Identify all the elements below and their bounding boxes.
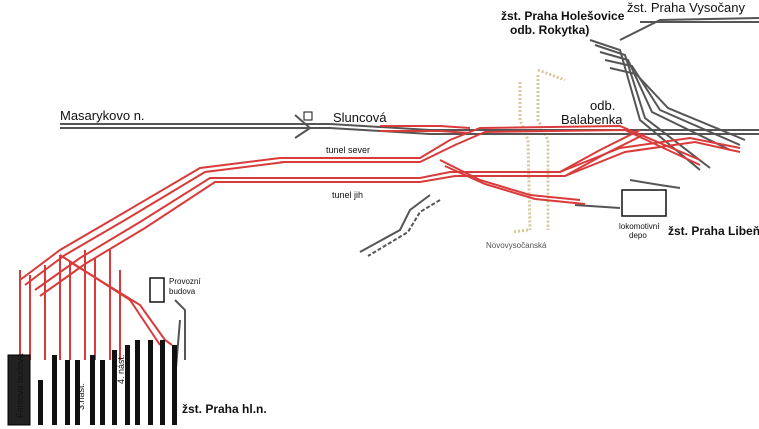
platform [90, 355, 95, 425]
signal-box [303, 111, 313, 121]
road-line [511, 228, 529, 234]
track-spur-south-2 [367, 199, 441, 257]
label-balabenka-1: odb. [590, 98, 615, 113]
fantova-outline [7, 354, 31, 426]
depo-building [621, 189, 667, 217]
label-depo-1: lokomotivní [619, 222, 660, 231]
provozni-building [149, 277, 165, 303]
fantova-building [8, 355, 30, 425]
track-fan-11 [69, 261, 173, 346]
track-balabenka-1 [559, 136, 741, 173]
track-holesovice-3 [599, 51, 731, 151]
platforms [8, 340, 177, 425]
track-depo [629, 179, 681, 189]
platform [135, 340, 140, 425]
track-spur-sluncova [294, 114, 312, 139]
track-holesovice-5 [609, 67, 746, 141]
platform [100, 360, 105, 425]
label-provozni-2: budova [169, 287, 196, 296]
track-link-1 [439, 159, 581, 201]
label-tunel-jih: tunel jih [332, 190, 363, 200]
platform [112, 350, 117, 425]
label-balabenka-2: Balabenka [561, 112, 623, 127]
label-vysocany: žst. Praha Vysočany [627, 0, 746, 15]
platform [65, 360, 70, 425]
label-fantova: Fantova budova [15, 353, 25, 418]
track-sluncova-1 [380, 125, 471, 129]
label-provozni-1: Provozní [169, 277, 201, 286]
track-holesovice-4 [604, 59, 741, 146]
road-line [518, 82, 532, 231]
label-masarykovo: Masarykovo n. [60, 108, 145, 123]
platform [172, 345, 177, 425]
road-line [537, 68, 566, 82]
track-holesovice-2 [594, 44, 711, 169]
label-novovysocanska: Novovysočanská [486, 241, 547, 250]
track-siding [174, 299, 186, 360]
track-balabenka-2 [564, 140, 741, 177]
label-holesovice-1: žst. Praha Holešovice [501, 9, 625, 23]
label-depo-2: depo [629, 231, 647, 240]
tunnels [280, 157, 420, 183]
track-link-2 [444, 165, 586, 205]
road-novovysocanska [511, 68, 566, 234]
new-tracks [19, 124, 741, 360]
track-sluncova-2 [380, 130, 471, 134]
label-3-nast: 3.nást. [76, 383, 86, 410]
label-4-nast: 4. nást. [116, 354, 126, 384]
platform [160, 340, 165, 425]
road-line [536, 75, 550, 230]
label-hl-n: žst. Praha hl.n. [182, 402, 267, 416]
track-depo-2 [574, 204, 621, 209]
label-sluncova: Sluncová [333, 110, 387, 125]
platform [75, 360, 80, 425]
label-liben: žst. Praha Libeň [668, 224, 759, 238]
platform [52, 355, 57, 425]
label-holesovice-2: odb. Rokytka) [510, 23, 589, 37]
track-vysocany-2 [619, 17, 759, 41]
platform [148, 340, 153, 425]
existing-tracks [60, 17, 759, 381]
track-spur-south [359, 194, 431, 253]
label-tunel-sever: tunel sever [326, 145, 370, 155]
platform [38, 380, 43, 425]
platform [125, 345, 130, 425]
